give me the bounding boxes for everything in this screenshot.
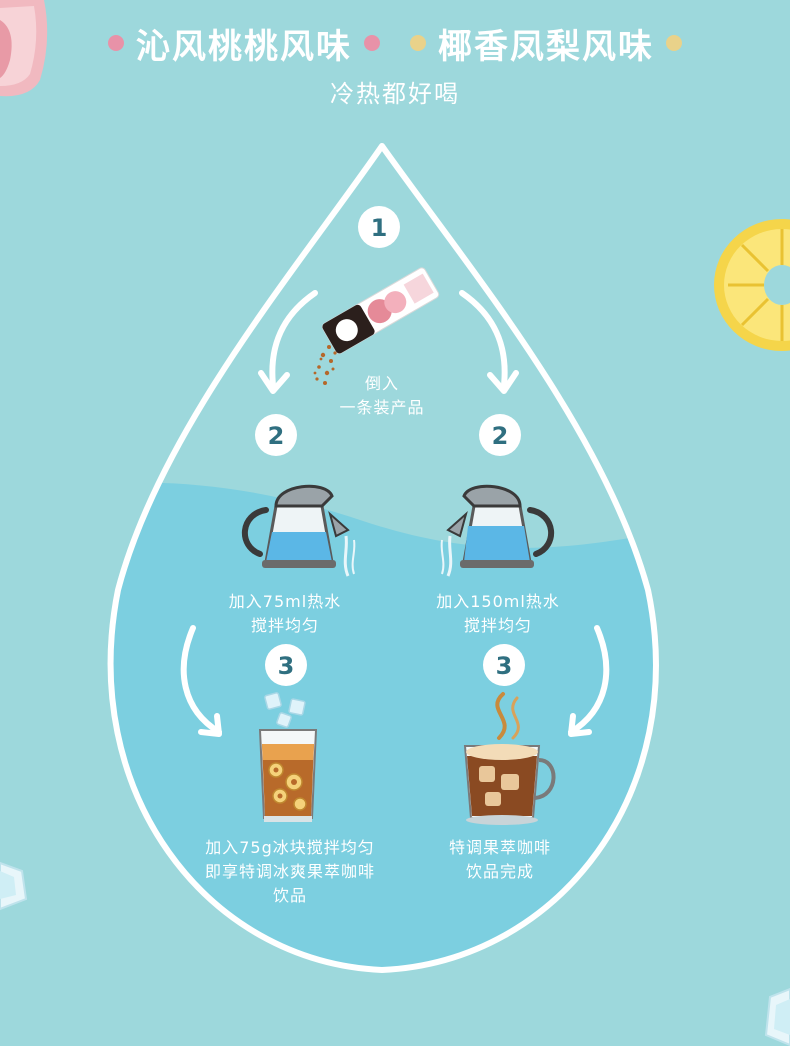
ice-cube-icon [0, 861, 28, 911]
step-1-caption: 倒入 一条装产品 [322, 372, 442, 420]
flavor-title-row: 沁风桃桃风味 椰香凤梨风味 [0, 18, 790, 68]
caption-line: 加入75ml热水 [228, 592, 342, 611]
step-3-right-caption: 特调果萃咖啡 饮品完成 [430, 836, 570, 884]
curved-arrow-icon [180, 625, 222, 737]
step-3-left-caption: 加入75g冰块搅拌均匀 即享特调冰爽果萃咖啡 饮品 [185, 836, 395, 908]
caption-line: 饮品完成 [465, 862, 534, 881]
page-subtitle: 冷热都好喝 [330, 80, 460, 108]
caption-line: 搅拌均匀 [463, 616, 532, 635]
caption-line: 即享特调冰爽果萃咖啡 [204, 862, 375, 881]
caption-line: 倒入 [364, 374, 399, 393]
step-number: 2 [492, 422, 509, 450]
yellow-dot [410, 35, 426, 51]
step-number: 3 [278, 652, 295, 680]
caption-line: 加入75g冰块搅拌均匀 [205, 838, 375, 857]
pink-dot [364, 35, 380, 51]
step-badge-2-left: 2 [255, 414, 297, 456]
step-2-left-caption: 加入75ml热水 搅拌均匀 [210, 590, 360, 638]
step-badge-2-right: 2 [479, 414, 521, 456]
step-number: 3 [496, 652, 513, 680]
step-badge-1: 1 [358, 206, 400, 248]
caption-line: 饮品 [272, 886, 307, 905]
ice-cube-icon [764, 987, 790, 1046]
caption-line: 特调果萃咖啡 [448, 838, 551, 857]
yellow-dot [666, 35, 682, 51]
hot-coffee-cup-icon [463, 692, 556, 825]
curved-arrow-icon [258, 290, 318, 394]
flavor-pineapple-title: 椰香凤梨风味 [438, 26, 654, 67]
step-number: 2 [268, 422, 285, 450]
step-badge-3-right: 3 [483, 644, 525, 686]
step-2-right-caption: 加入150ml热水 搅拌均匀 [418, 590, 578, 638]
caption-line: 搅拌均匀 [250, 616, 319, 635]
kettle-icon [440, 484, 554, 577]
caption-line: 一条装产品 [339, 398, 425, 417]
caption-line: 加入150ml热水 [436, 592, 560, 611]
curved-arrow-icon [568, 625, 610, 737]
coffee-stick-icon [313, 267, 440, 385]
flavor-peach-title: 沁风桃桃风味 [136, 26, 352, 67]
iced-coffee-glass-icon [258, 692, 318, 822]
curved-arrow-icon [459, 290, 519, 394]
step-number: 1 [371, 214, 388, 242]
step-badge-3-left: 3 [265, 644, 307, 686]
kettle-icon [242, 484, 356, 577]
pink-dot [108, 35, 124, 51]
pineapple-slice-icon [714, 219, 790, 351]
peach-slice-icon [0, 0, 48, 97]
